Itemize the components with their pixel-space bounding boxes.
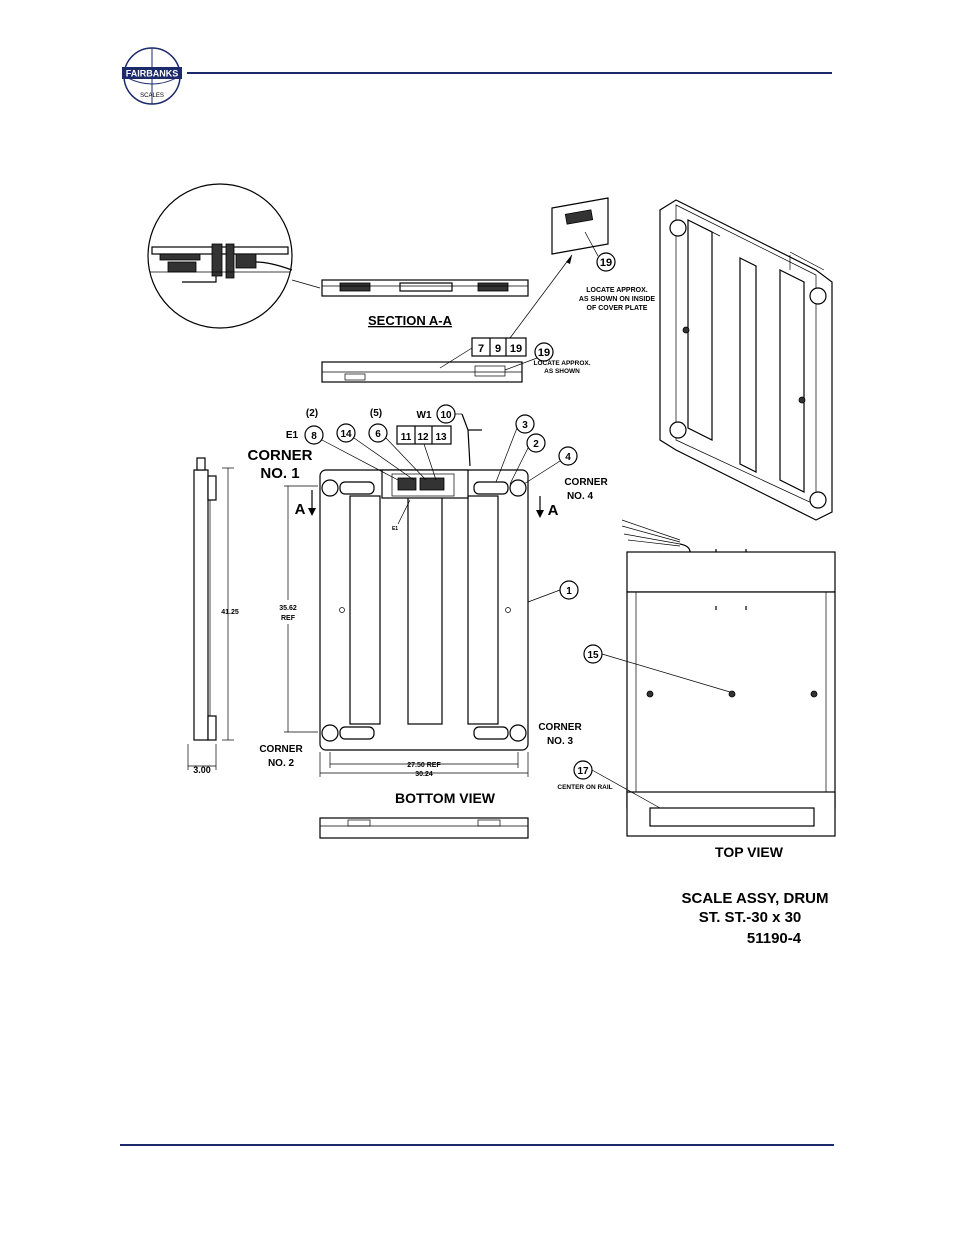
svg-text:9: 9	[495, 343, 501, 355]
callouts-top-row: (2) (5) W1 10 E1 8 14 6 11 12 13 3 2 4	[286, 404, 579, 603]
svg-text:A: A	[295, 501, 306, 518]
svg-text:2: 2	[533, 439, 539, 450]
title-line-3: 51190-4	[747, 930, 802, 947]
side-view: 41.25 3.00	[187, 457, 239, 775]
title-line-1: SCALE ASSY, DRUM	[682, 890, 829, 907]
svg-text:35.62: 35.62	[279, 605, 297, 612]
header-rule	[187, 72, 832, 74]
svg-text:1: 1	[566, 586, 572, 597]
svg-text:(2): (2)	[306, 408, 318, 419]
svg-text:19: 19	[600, 257, 612, 269]
svg-text:CENTER ON RAIL: CENTER ON RAIL	[557, 784, 612, 791]
svg-text:17: 17	[577, 766, 589, 777]
svg-text:W1: W1	[417, 410, 432, 421]
svg-text:19: 19	[510, 343, 522, 355]
svg-text:AS SHOWN ON INSIDE: AS SHOWN ON INSIDE	[579, 296, 656, 303]
svg-text:30.24: 30.24	[415, 771, 433, 778]
svg-text:6: 6	[375, 429, 381, 440]
svg-text:12: 12	[417, 432, 429, 443]
svg-text:E1: E1	[286, 430, 299, 441]
svg-text:CORNER: CORNER	[259, 744, 303, 755]
svg-text:8: 8	[311, 431, 317, 442]
svg-text:7: 7	[478, 343, 484, 355]
svg-text:REF: REF	[281, 615, 296, 622]
svg-text:19: 19	[538, 347, 550, 359]
svg-text:13: 13	[435, 432, 447, 443]
svg-text:CORNER: CORNER	[247, 447, 312, 464]
svg-text:LOCATE APPROX.: LOCATE APPROX.	[586, 287, 648, 294]
svg-text:27.50 REF: 27.50 REF	[407, 762, 441, 769]
cover-plate-detail	[551, 197, 609, 255]
logo-text: FAIRBANKS	[126, 69, 179, 79]
detail-circle-view	[147, 183, 321, 329]
svg-text:(5): (5)	[370, 408, 382, 419]
svg-text:14: 14	[340, 429, 352, 440]
title-line-2: ST. ST.-30 x 30	[699, 909, 802, 926]
section-title: SECTION A-A	[368, 313, 453, 328]
top-view: TOP VIEW 15 17 CENTER ON RAIL	[557, 519, 836, 860]
svg-text:OF COVER PLATE: OF COVER PLATE	[587, 305, 648, 312]
fairbanks-logo: FAIRBANKS SCALES	[122, 47, 182, 105]
svg-text:E1: E1	[392, 526, 398, 532]
top-view-title: TOP VIEW	[715, 844, 784, 860]
svg-text:NO. 3: NO. 3	[547, 736, 574, 747]
svg-text:CORNER: CORNER	[564, 477, 608, 488]
isometric-view	[659, 199, 833, 521]
svg-text:NO. 2: NO. 2	[268, 758, 295, 769]
svg-text:NO. 4: NO. 4	[567, 491, 594, 502]
callout-19-mid: 19 LOCATE APPROX. AS SHOWN	[504, 342, 591, 375]
footer-rule	[120, 1144, 834, 1146]
svg-text:4: 4	[565, 452, 571, 463]
svg-text:3: 3	[522, 420, 528, 431]
section-markers: A A	[295, 490, 559, 519]
svg-text:3.00: 3.00	[193, 765, 211, 775]
title-block: SCALE ASSY, DRUM ST. ST.-30 x 30 51190-4	[682, 890, 829, 947]
section-a-a-view: SECTION A-A	[321, 279, 529, 328]
svg-text:LOCATE APPROX.: LOCATE APPROX.	[533, 360, 590, 367]
svg-text:CORNER: CORNER	[538, 722, 582, 733]
svg-text:NO. 1: NO. 1	[260, 465, 299, 482]
svg-text:A: A	[548, 502, 559, 519]
callout-19-top: 19 LOCATE APPROX. AS SHOWN ON INSIDE OF …	[509, 231, 656, 339]
svg-text:15: 15	[587, 650, 599, 661]
svg-text:11: 11	[401, 432, 412, 443]
bottom-view-title: BOTTOM VIEW	[395, 790, 496, 806]
bottom-view: E1 35.62 REF 27.50 REF 30.24 BOTTOM VIEW	[272, 469, 529, 806]
svg-text:AS SHOWN: AS SHOWN	[544, 368, 580, 375]
side-elevation-view	[321, 361, 523, 383]
corner-labels: CORNER NO. 1 CORNER NO. 2 CORNER NO. 3 C…	[247, 447, 608, 769]
callout-group-7-9-19: 7 9 19	[439, 337, 527, 369]
logo-subtext: SCALES	[140, 93, 164, 99]
bottom-edge-profile	[319, 817, 529, 839]
svg-text:10: 10	[440, 410, 452, 421]
svg-text:41.25: 41.25	[221, 609, 239, 616]
